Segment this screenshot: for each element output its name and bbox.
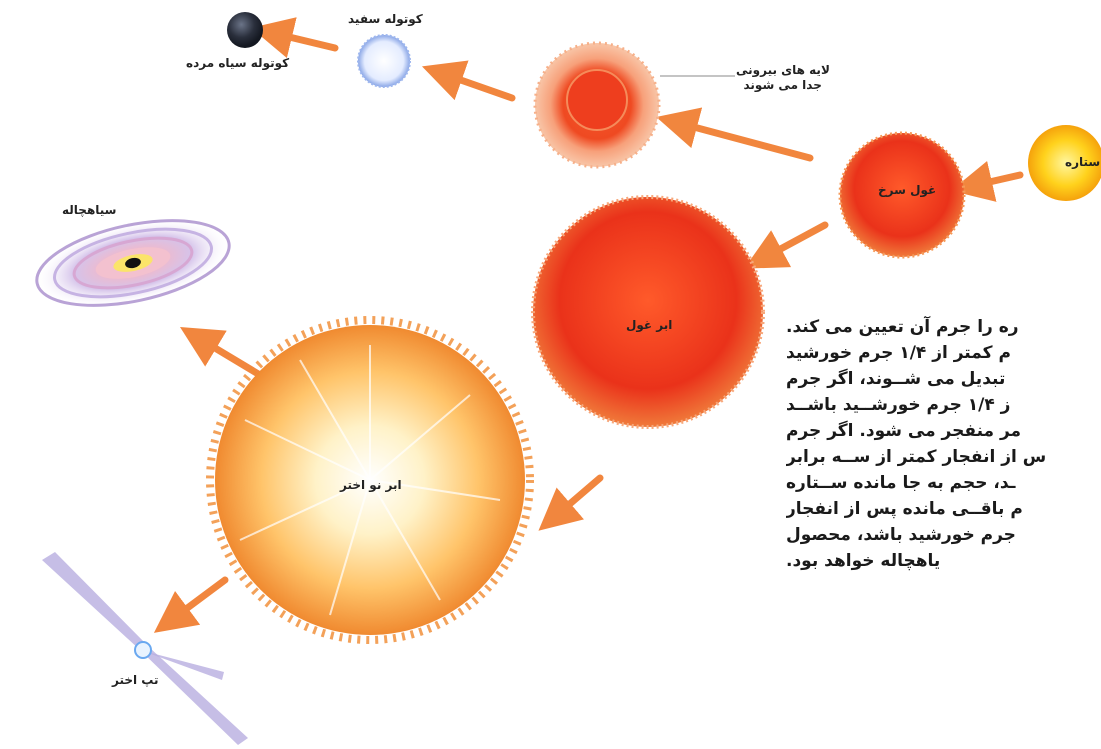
label-black-hole: سیاهچاله: [62, 203, 116, 218]
arrow-whitedwarf-to-blackdwarf: [285, 36, 335, 48]
label-star: ستاره: [1065, 155, 1100, 170]
paragraph-line: ره را جرم آن تعیین می کند.: [786, 314, 1096, 340]
arrow-redgiant-to-supergiant: [775, 225, 825, 252]
black-hole-icon: [27, 203, 239, 323]
arrow-shedding-to-whitedwarf: [455, 78, 512, 98]
pulsar-icon: [42, 552, 248, 745]
label-black-dwarf: کوتوله سیاه مرده: [186, 56, 289, 71]
label-pulsar: تپ اختر: [112, 673, 159, 688]
label-white-dwarf: کوتوله سفید: [348, 12, 423, 27]
arrow-supergiant-to-supernova: [565, 478, 600, 508]
arrow-redgiant-to-shedding: [690, 126, 810, 158]
label-outer-layers-line2: جدا می شوند: [736, 78, 822, 93]
planetary-nebula-icon: [535, 43, 735, 167]
paragraph-line: مر منفجر می شود. اگر جرم: [786, 418, 1096, 444]
label-outer-layers: لایه های بیرونی جدا می شوند: [736, 63, 830, 93]
paragraph-line: تبدیل می شــوند، اگر جرم: [786, 366, 1096, 392]
body-paragraph: ره را جرم آن تعیین می کند. م کمتر از ۱/۴…: [786, 314, 1096, 574]
label-supernova: ابر نو اختر: [340, 478, 402, 493]
white-dwarf-icon: [358, 35, 410, 87]
paragraph-line: م کمتر از ۱/۴ جرم خورشید: [786, 340, 1096, 366]
paragraph-line: ز ۱/۴ جرم خورشــید باشــد: [786, 392, 1096, 418]
supergiant-icon: [533, 197, 763, 427]
label-red-giant: غول سرخ: [878, 183, 936, 198]
label-outer-layers-line1: لایه های بیرونی: [736, 63, 830, 78]
arrow-star-to-redgiant: [985, 175, 1020, 183]
black-dwarf-icon: [227, 12, 263, 48]
paragraph-line: س از انفجار کمتر از ســه برابر: [786, 444, 1096, 470]
paragraph-line: ـد، حجم به جا مانده ســتاره: [786, 470, 1096, 496]
paragraph-line: م باقــی مانده پس از انفجار: [786, 496, 1096, 522]
paragraph-line: جرم خورشید باشد، محصول: [786, 522, 1096, 548]
arrow-supernova-to-pulsar: [182, 580, 225, 612]
label-supergiant: ابر غول: [626, 318, 672, 333]
paragraph-line: یاهچاله خواهد بود.: [786, 548, 1096, 574]
